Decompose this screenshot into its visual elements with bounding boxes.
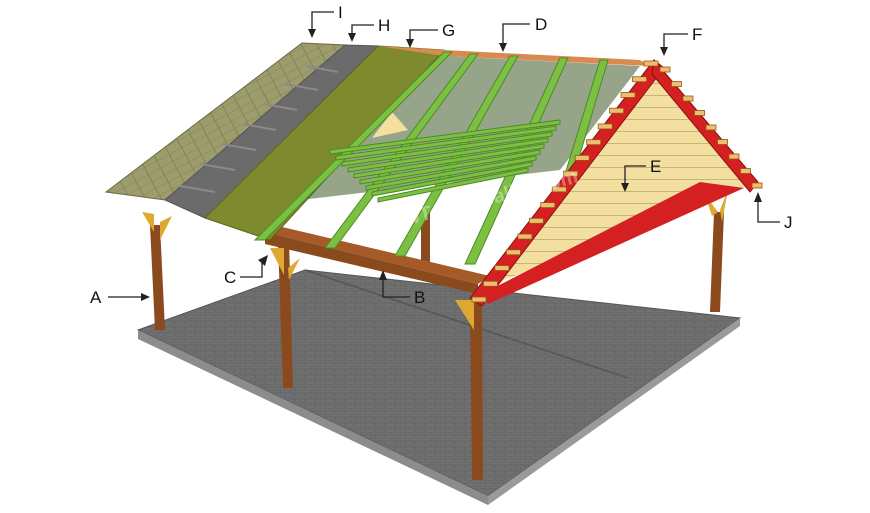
label-e: E — [650, 157, 661, 176]
brace-c-right — [288, 258, 300, 280]
gable-lookouts — [471, 60, 763, 303]
lookout-block — [505, 249, 521, 256]
post-a — [150, 225, 165, 330]
beam-b-side — [265, 232, 478, 294]
rafter-tie-6 — [359, 149, 541, 185]
rafter-tie-3 — [341, 131, 553, 167]
lookout-block — [528, 217, 544, 224]
callout-e: E — [621, 157, 661, 192]
rafter-tie-4 — [347, 137, 549, 173]
lookout-block — [517, 233, 533, 240]
beam-b-top — [265, 226, 490, 284]
concrete-slab — [136, 269, 742, 505]
callout-d: D — [499, 15, 547, 52]
lookout-block — [694, 110, 705, 116]
lookout-block — [717, 139, 728, 145]
lookout-block — [494, 265, 510, 271]
brace-front-right — [455, 300, 474, 330]
arrow-icon — [308, 29, 316, 38]
lookout-block — [609, 107, 624, 114]
lookout-block — [620, 92, 636, 98]
arrow-icon — [621, 183, 629, 192]
lookout-block — [471, 296, 487, 303]
lookout-block — [728, 153, 740, 160]
lookout-block — [682, 95, 694, 102]
lookout-block — [751, 182, 763, 189]
label-c: C — [224, 268, 236, 287]
arrow-icon — [379, 270, 387, 280]
arrow-icon — [348, 33, 356, 42]
lookout-block — [540, 202, 556, 209]
gable-end — [469, 58, 763, 307]
arrow-icon — [141, 293, 150, 301]
lookout-block — [586, 139, 602, 146]
post-back-middle — [421, 210, 430, 262]
callout-b: B — [379, 270, 425, 307]
lookout-block — [597, 123, 613, 130]
callout-g: G — [406, 21, 455, 48]
rafter-tie-7 — [365, 155, 537, 191]
arrow-icon — [406, 39, 414, 48]
gable-siding-e — [478, 70, 748, 290]
post-right — [710, 212, 724, 312]
post-front-right — [470, 300, 483, 480]
callout-i: I — [308, 3, 343, 38]
lookout-block — [483, 280, 498, 287]
rafter-1 — [253, 51, 454, 241]
callout-f: F — [660, 25, 702, 56]
callout-j: J — [754, 192, 793, 232]
slab-front-edge — [138, 330, 488, 505]
label-j: J — [784, 213, 793, 232]
lookout-block — [659, 66, 671, 73]
rafter-tie-9 — [377, 167, 529, 203]
label-f: F — [692, 25, 702, 44]
lookout-block — [671, 81, 682, 87]
arrow-icon — [499, 43, 507, 52]
truss-opening — [372, 112, 408, 138]
label-a: A — [90, 288, 102, 307]
lookout-block — [705, 124, 717, 131]
felt-seams — [179, 65, 339, 193]
lookout-block — [574, 154, 590, 161]
callout-h: H — [348, 16, 390, 42]
arrow-icon — [754, 192, 762, 202]
rafter-tie-2 — [335, 125, 557, 161]
lookout-block — [551, 186, 567, 193]
arrow-icon — [660, 47, 668, 56]
knee-braces — [142, 190, 728, 330]
brace-a-left — [142, 212, 154, 232]
label-i: I — [338, 3, 343, 22]
label-g: G — [442, 21, 455, 40]
lookout-block — [643, 60, 659, 67]
arrow-icon — [258, 255, 268, 266]
rafters — [253, 51, 609, 273]
slab-joint-1 — [304, 269, 629, 379]
rafter-tie-8 — [371, 161, 533, 197]
label-d: D — [535, 15, 547, 34]
rafter-tie-5 — [353, 143, 545, 179]
brace-c-left — [270, 248, 284, 275]
lookout-block — [632, 76, 647, 83]
beam-b — [265, 226, 490, 294]
brace-right-2 — [720, 190, 728, 222]
lookout-block — [563, 170, 579, 177]
label-b: B — [414, 288, 425, 307]
gable-bottom-chord — [482, 182, 744, 304]
label-h: H — [378, 16, 390, 35]
lookout-block — [740, 168, 751, 174]
slab-joint-2 — [299, 284, 629, 379]
callout-c: C — [224, 255, 268, 287]
callout-a: A — [90, 288, 150, 307]
slab-right-edge — [488, 318, 740, 505]
rafter-tie-1 — [329, 119, 561, 155]
brace-a-right — [160, 216, 172, 240]
